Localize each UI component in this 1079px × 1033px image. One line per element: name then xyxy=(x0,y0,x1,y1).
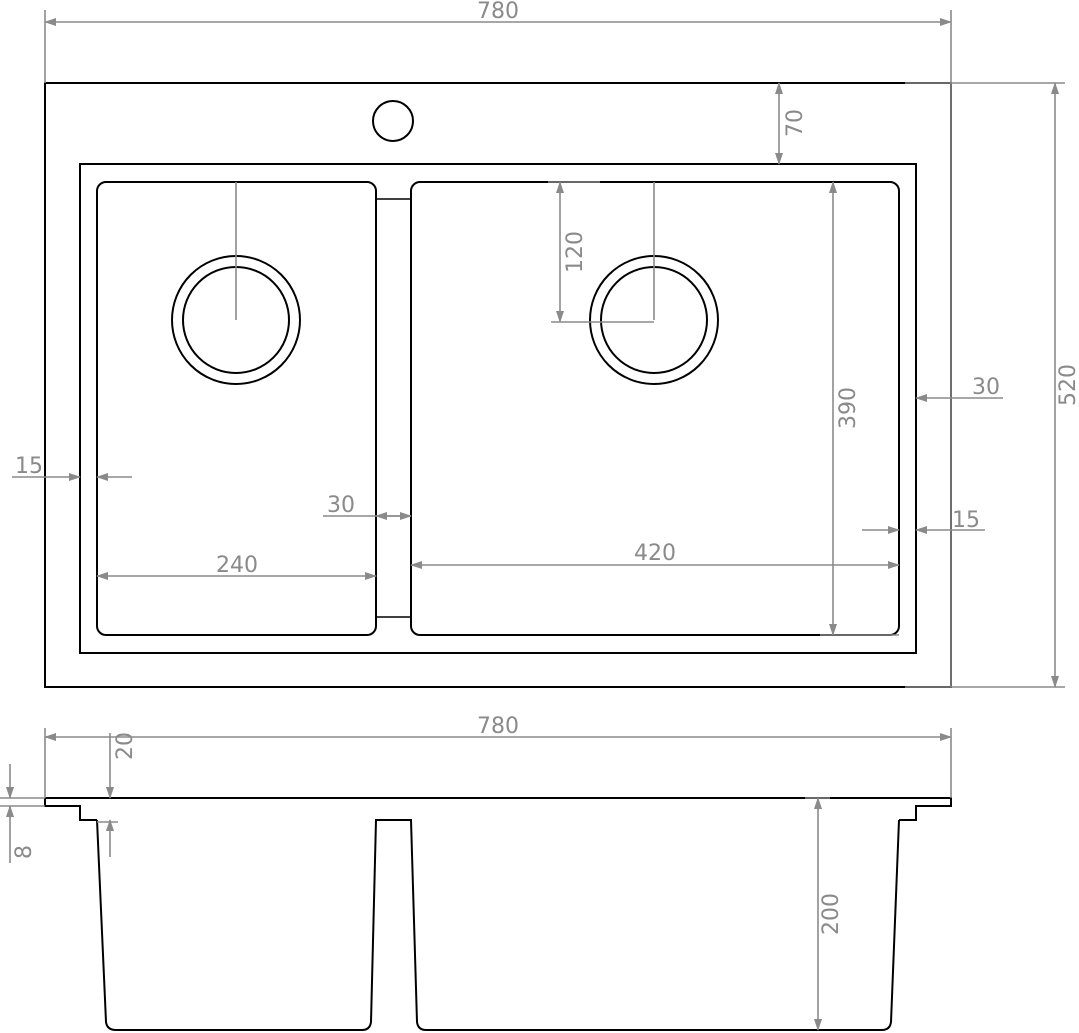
side-view: 780 20 8 200 xyxy=(0,714,952,1031)
dim-label-divider: 30 xyxy=(327,493,355,518)
dim-label-inset-left: 15 xyxy=(15,454,43,479)
bowl-frame-outline xyxy=(79,163,917,654)
side-dim-label-bowl-depth: 200 xyxy=(819,893,844,935)
right-bowl-outline xyxy=(410,181,900,636)
dim-label-tap-offset: 70 xyxy=(783,109,808,137)
side-dim-label-rim-step: 20 xyxy=(113,732,138,760)
dim-label-overall-width: 780 xyxy=(477,0,519,24)
dim-label-right-bowl: 420 xyxy=(634,541,676,566)
dim-label-overall-depth: 520 xyxy=(1056,364,1079,406)
side-profile-left-bowl xyxy=(96,819,900,1031)
side-dim-label-deck: 8 xyxy=(12,845,37,859)
side-profile-deck xyxy=(44,797,952,821)
tap-hole xyxy=(372,100,414,142)
dim-label-frame-right: 30 xyxy=(972,375,1000,400)
dim-label-bowl-length: 390 xyxy=(836,387,861,429)
side-dim-label-overall-width: 780 xyxy=(477,714,519,739)
bowl-divider xyxy=(376,198,411,618)
dim-label-inset-right: 15 xyxy=(952,508,980,533)
dim-label-left-bowl: 240 xyxy=(216,553,258,578)
top-view: 780 520 70 120 390 30 15 30 15 xyxy=(12,0,1079,688)
sink-outer-outline xyxy=(44,82,952,688)
dim-label-drain-offset: 120 xyxy=(563,231,588,273)
